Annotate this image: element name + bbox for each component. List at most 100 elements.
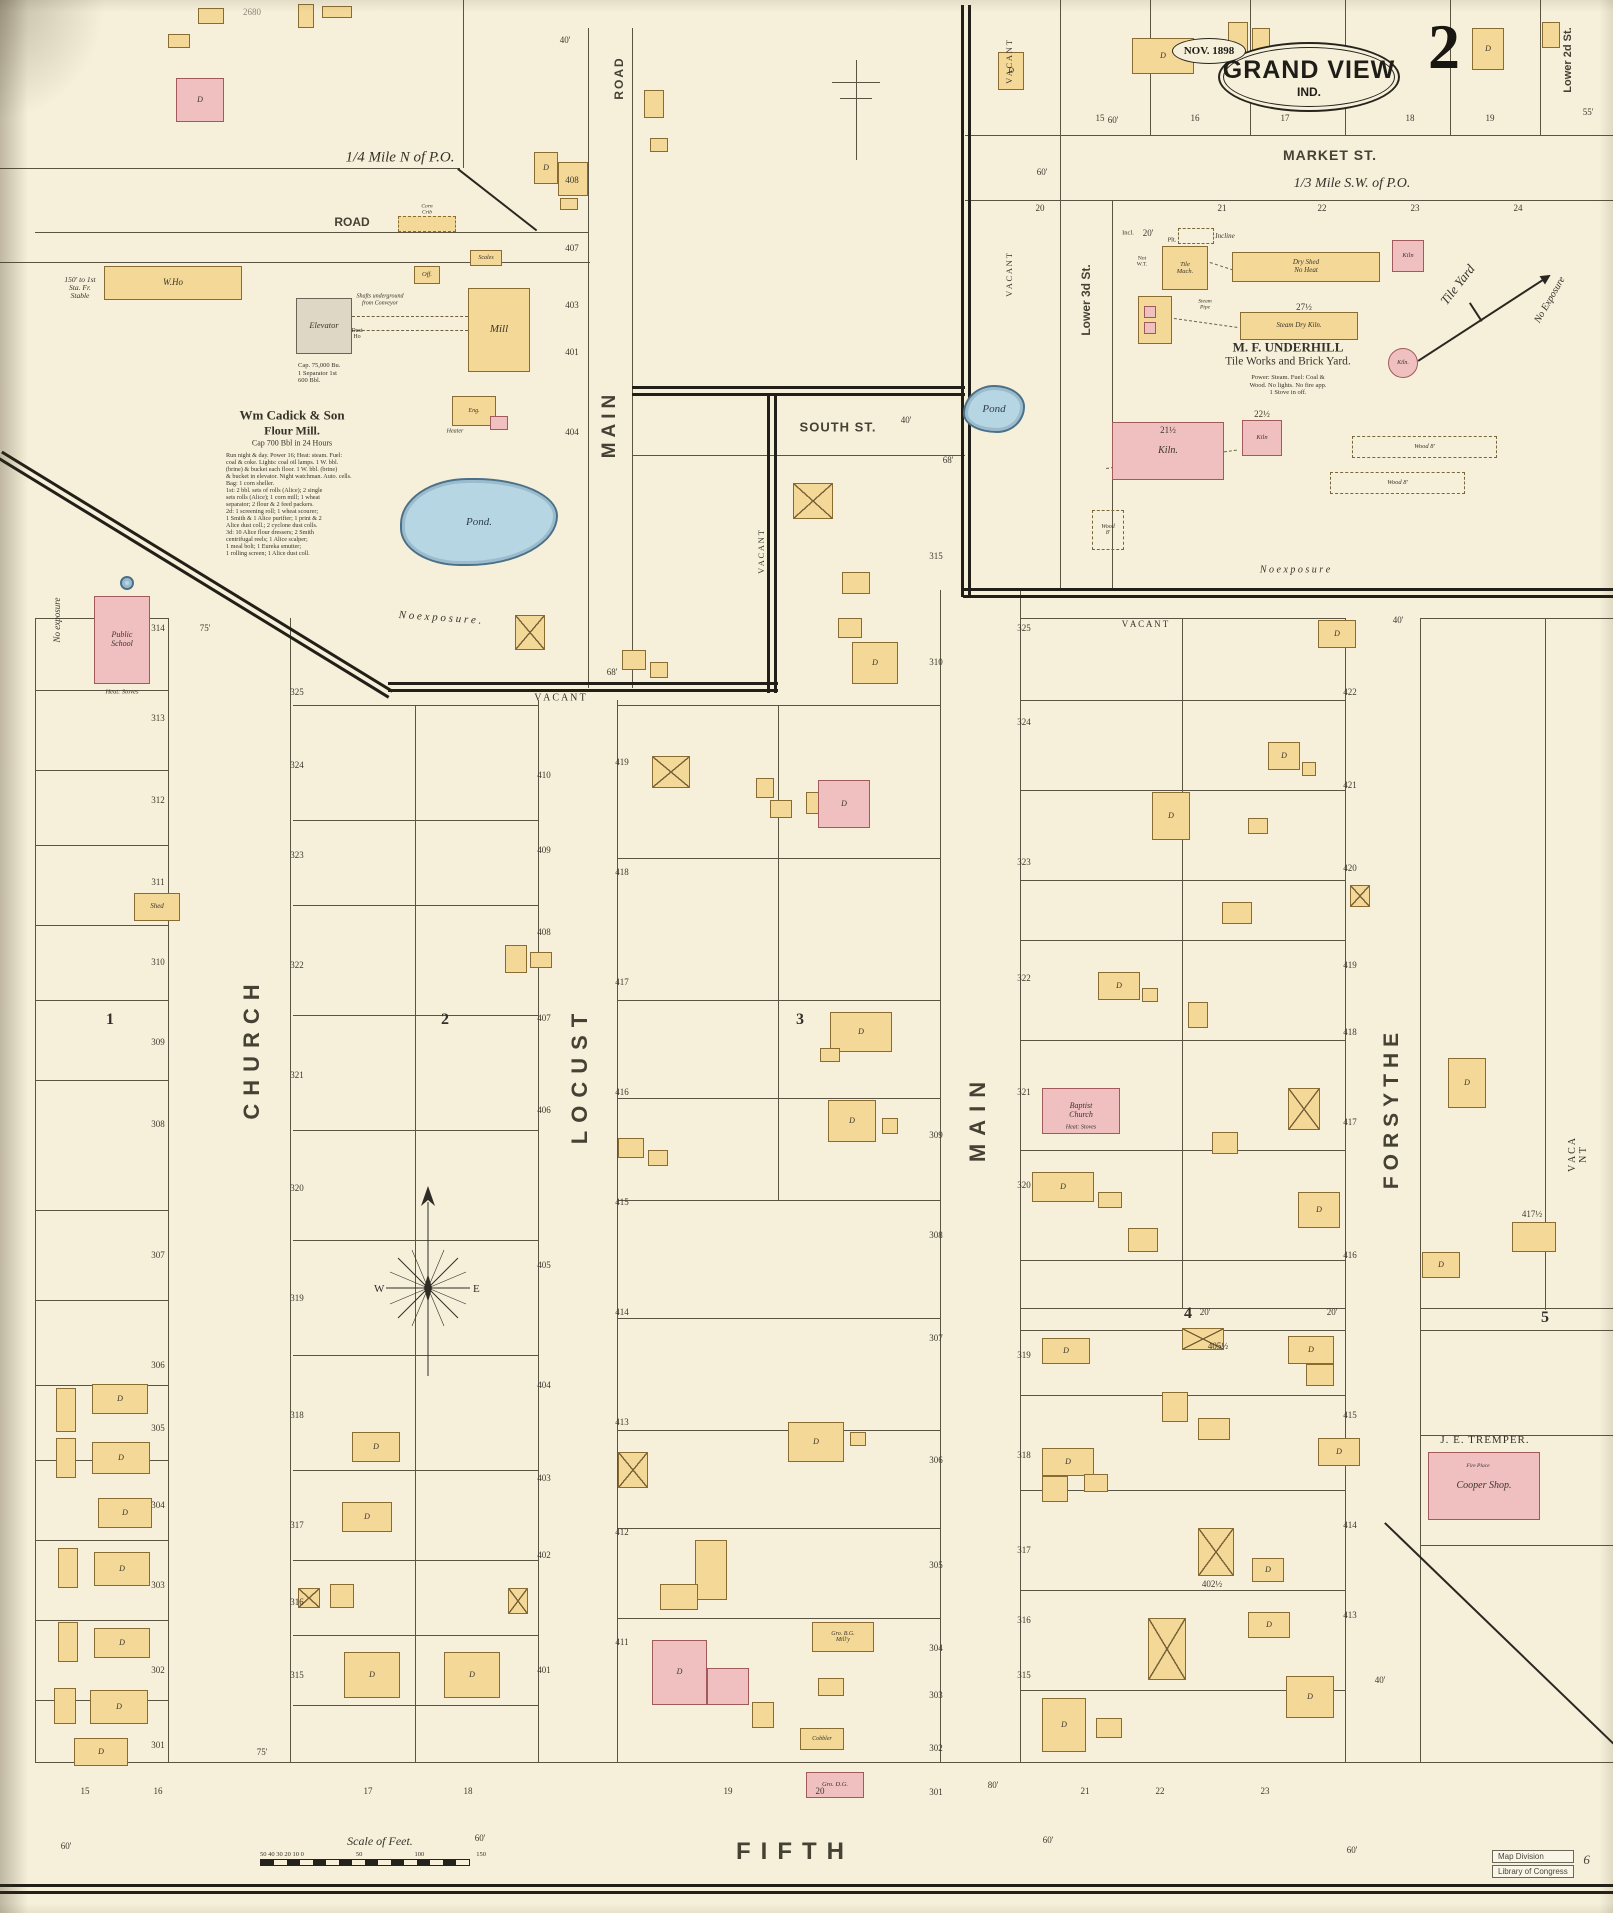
map-label: J. E. TREMPER. xyxy=(1440,1433,1530,1446)
road-double-line xyxy=(632,386,965,396)
building xyxy=(530,952,552,968)
map-label: Plt. xyxy=(1167,236,1177,244)
dwelling: D xyxy=(1318,620,1356,648)
building xyxy=(1302,762,1316,776)
dwelling-label: D xyxy=(98,1746,104,1756)
building xyxy=(1288,1088,1320,1130)
lot-number: 404 xyxy=(565,427,579,437)
arrow-head xyxy=(1539,270,1554,285)
steam-dry-kiln: Steam Dry Kiln. xyxy=(1240,312,1358,340)
building xyxy=(650,662,668,678)
survey-date: NOV. 1898 xyxy=(1172,38,1246,64)
lot-number: 317 xyxy=(290,1520,304,1530)
block-line xyxy=(415,705,416,1762)
block-line xyxy=(1020,1490,1345,1491)
kiln: Kiln. xyxy=(1112,422,1224,480)
lot-number: 403 xyxy=(565,300,579,310)
lot-number: 20' xyxy=(1142,228,1154,238)
dwelling-label: D xyxy=(122,1507,128,1517)
lot-number: 420 xyxy=(1343,863,1357,873)
lot-number: 18 xyxy=(463,1786,473,1796)
building xyxy=(56,1438,76,1478)
dwelling-label: D xyxy=(116,1701,122,1711)
lot-number: 418 xyxy=(1343,1027,1357,1037)
scales: Scales xyxy=(470,250,502,266)
dwelling-label: D xyxy=(813,1436,819,1446)
lot-number: 401 xyxy=(537,1665,551,1675)
lot-number: 416 xyxy=(615,1087,629,1097)
building xyxy=(1148,1618,1186,1680)
building xyxy=(842,572,870,594)
cobbler-shop-label: Cobbler xyxy=(812,1735,832,1742)
block-line xyxy=(35,1210,168,1211)
scale-tick: 50 xyxy=(355,1851,363,1858)
lot-number: 308 xyxy=(929,1230,943,1240)
lot-number: 416 xyxy=(1343,1250,1357,1260)
lot-number: 21 xyxy=(1080,1786,1090,1796)
building xyxy=(1144,322,1156,334)
street-label-road-north: ROAD xyxy=(612,56,626,100)
dashed-line xyxy=(352,316,468,317)
kiln: Kiln. xyxy=(1388,348,1418,378)
map-line xyxy=(1417,270,1554,362)
lot-number: 417 xyxy=(615,977,629,987)
map-label: V A C A N T xyxy=(534,692,586,704)
kiln-label: Kiln. xyxy=(1158,444,1178,456)
dwelling: D xyxy=(828,1100,876,1142)
lot-number: 75' xyxy=(256,1747,268,1757)
lot-number: 311 xyxy=(151,877,165,887)
street-label-forsythe: FORSYTHE xyxy=(1380,1026,1403,1190)
building xyxy=(707,1668,749,1705)
dwelling-label: D xyxy=(119,1637,125,1647)
scale-label: Scale of Feet. xyxy=(347,1834,413,1848)
map-label: Not W.T. xyxy=(1136,255,1148,267)
platform xyxy=(1178,228,1214,244)
block-line xyxy=(632,28,633,688)
lot-number: 23 xyxy=(1260,1786,1270,1796)
dwelling-label: D xyxy=(849,1115,855,1125)
pond: Pond xyxy=(963,385,1025,433)
dwelling-label: D xyxy=(1308,1344,1314,1354)
building xyxy=(1188,1002,1208,1028)
lot-number: 55' xyxy=(1582,107,1594,117)
road-double-line xyxy=(961,5,971,597)
lot-number: 20 xyxy=(815,1786,825,1796)
block-line xyxy=(0,262,590,263)
map-label: Shafts underground from Conveyor xyxy=(356,293,404,307)
map-label: 2680 xyxy=(243,6,261,17)
lot-number: 302 xyxy=(151,1665,165,1675)
building xyxy=(793,483,833,519)
block-line xyxy=(856,60,857,160)
block-number: 3 xyxy=(796,1011,804,1028)
block-line xyxy=(0,168,460,169)
block-line xyxy=(617,1528,940,1529)
dwelling-label: D xyxy=(858,1026,864,1036)
dwelling: D xyxy=(1422,1252,1460,1278)
engine-house xyxy=(1138,296,1172,344)
street-label-locust: LOCUST xyxy=(567,1005,592,1145)
lot-number: 18 xyxy=(1405,113,1415,123)
building xyxy=(58,1548,78,1588)
building xyxy=(752,1702,774,1728)
dwelling-label: D xyxy=(117,1393,123,1403)
block-line xyxy=(35,618,36,1762)
block-line xyxy=(1545,618,1546,1310)
cobbler-shop: Cobbler xyxy=(800,1728,844,1750)
building xyxy=(695,1540,727,1600)
lot-number: 325 xyxy=(1017,623,1031,633)
dwelling: D xyxy=(342,1502,392,1532)
block-number: 5 xyxy=(1541,1309,1549,1326)
lot-number: 302 xyxy=(929,1743,943,1753)
kiln: Kiln xyxy=(1392,240,1424,272)
dwelling: D xyxy=(94,1628,150,1658)
lot-number: 322 xyxy=(290,960,304,970)
lot-number: 408 xyxy=(537,927,551,937)
building xyxy=(322,6,352,18)
lot-number: 415 xyxy=(1343,1410,1357,1420)
archive-stamp: Map Division Library of Congress 6 xyxy=(1492,1850,1590,1880)
map-label: Incl. xyxy=(1122,229,1134,237)
pond-label: Pond xyxy=(982,403,1006,415)
lot-number: 304 xyxy=(151,1500,165,1510)
lot-number: 40' xyxy=(900,415,912,425)
building xyxy=(168,34,190,48)
